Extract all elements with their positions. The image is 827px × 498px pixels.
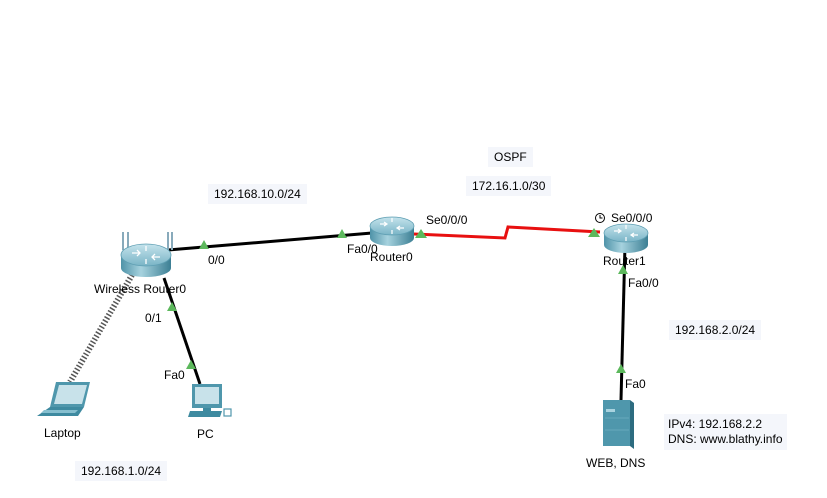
pc-label: PC: [197, 427, 214, 441]
link-up-indicator: [167, 302, 177, 311]
port-label-pc-fa0: Fa0: [164, 368, 185, 382]
port-label-router0-se0-0-0: Se0/0/0: [426, 213, 467, 227]
server-dns-text: DNS: www.blathy.info: [668, 432, 783, 447]
link-up-indicator: [616, 364, 626, 373]
port-label-wr-0-0: 0/0: [208, 253, 225, 267]
port-label-router0-fa0-0: Fa0/0: [347, 242, 378, 256]
note-network-192-168-10[interactable]: 192.168.10.0/24: [208, 184, 307, 204]
laptop-label: Laptop: [44, 426, 81, 440]
note-network-172-16-1[interactable]: 172.16.1.0/30: [466, 176, 551, 196]
note-network-192-168-2[interactable]: 192.168.2.0/24: [669, 320, 761, 340]
router1-icon[interactable]: [604, 224, 648, 253]
port-label-router1-se0-0-0: Se0/0/0: [611, 211, 652, 225]
port-label-wr-0-1: 0/1: [145, 311, 162, 325]
server-icon[interactable]: [603, 400, 634, 449]
server-ipv4-text: IPv4: 192.168.2.2: [668, 417, 783, 432]
laptop-icon[interactable]: [37, 382, 90, 416]
server-label: WEB, DNS: [586, 456, 645, 470]
clock-icon: [596, 214, 605, 223]
pc-icon[interactable]: [188, 384, 231, 417]
link-up-indicator: [337, 229, 347, 238]
port-label-server-fa0: Fa0: [625, 377, 646, 391]
note-ospf[interactable]: OSPF: [488, 147, 533, 167]
note-server-info[interactable]: IPv4: 192.168.2.2 DNS: www.blathy.info: [664, 414, 787, 450]
note-network-192-168-1[interactable]: 192.168.1.0/24: [75, 461, 167, 481]
wireless-router-label: Wireless Router0: [94, 282, 186, 296]
router1-label: Router1: [603, 254, 646, 268]
wireless-router-icon[interactable]: [121, 232, 172, 277]
port-label-router1-fa0-0: Fa0/0: [628, 276, 659, 290]
link-serial-router0-router1[interactable]: [414, 227, 600, 238]
link-up-indicator: [199, 240, 209, 249]
